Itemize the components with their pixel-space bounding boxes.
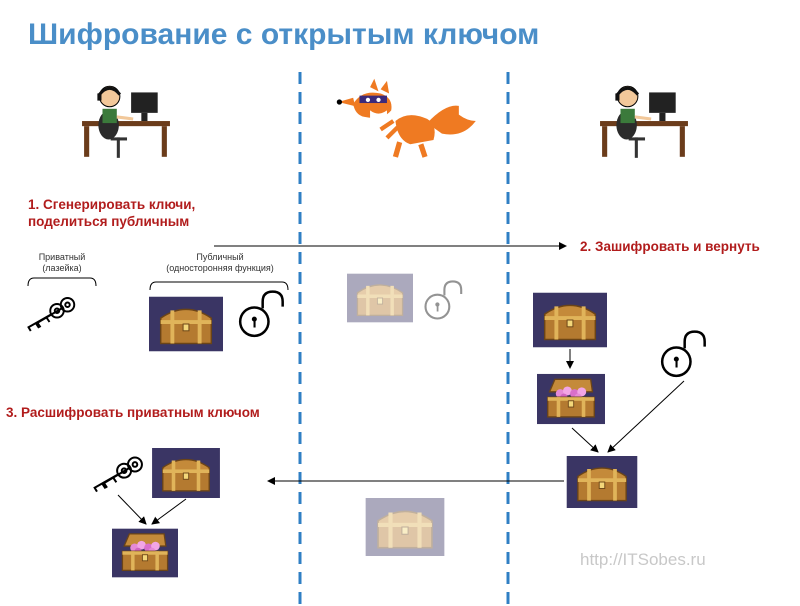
decrypt-chest-icon: [152, 448, 220, 498]
watermark-link[interactable]: http://ITSobes.ru: [580, 550, 706, 570]
private-label-bracket: [28, 278, 96, 286]
decrypted-chest-icon: [112, 529, 178, 578]
step-1-label: 1. Сгенерировать ключи, поделиться публи…: [28, 196, 195, 230]
intercepted-chest-icon: [347, 274, 413, 323]
private-key-caption-line-1: Приватный: [26, 252, 98, 263]
step-1-line-2: поделиться публичным: [28, 213, 195, 230]
intercepted-padlock-icon: [426, 281, 462, 318]
public-chest-icon: [149, 297, 223, 352]
intercepted-locked-chest-icon: [366, 498, 445, 556]
public-key-caption: Публичный (односторонняя функция): [150, 252, 290, 274]
page-title: Шифрование с открытым ключом: [28, 18, 539, 52]
private-key-caption-line-2: (лазейка): [26, 263, 98, 274]
sender-person-icon: [82, 86, 170, 158]
public-padlock-icon: [240, 292, 282, 336]
received-chest-icon: [533, 293, 607, 348]
filled-chest-icon: [537, 374, 605, 424]
fox-eavesdropper-icon: [337, 79, 476, 157]
public-key-caption-line-1: Публичный: [150, 252, 290, 263]
receiver-person-icon: [600, 86, 688, 158]
private-keys-icon: [29, 298, 75, 331]
locked-chest-icon: [567, 456, 638, 508]
decrypt-keys-icon: [95, 458, 142, 492]
step-1-line-1: 1. Сгенерировать ключи,: [28, 196, 195, 213]
private-key-caption: Приватный (лазейка): [26, 252, 98, 274]
public-label-bracket: [150, 282, 288, 290]
step-3-label: 3. Расшифровать приватным ключом: [6, 404, 260, 421]
step-2-label: 2. Зашифровать и вернуть: [580, 238, 760, 255]
received-padlock-icon: [662, 332, 705, 376]
public-key-caption-line-2: (односторонняя функция): [150, 263, 290, 274]
